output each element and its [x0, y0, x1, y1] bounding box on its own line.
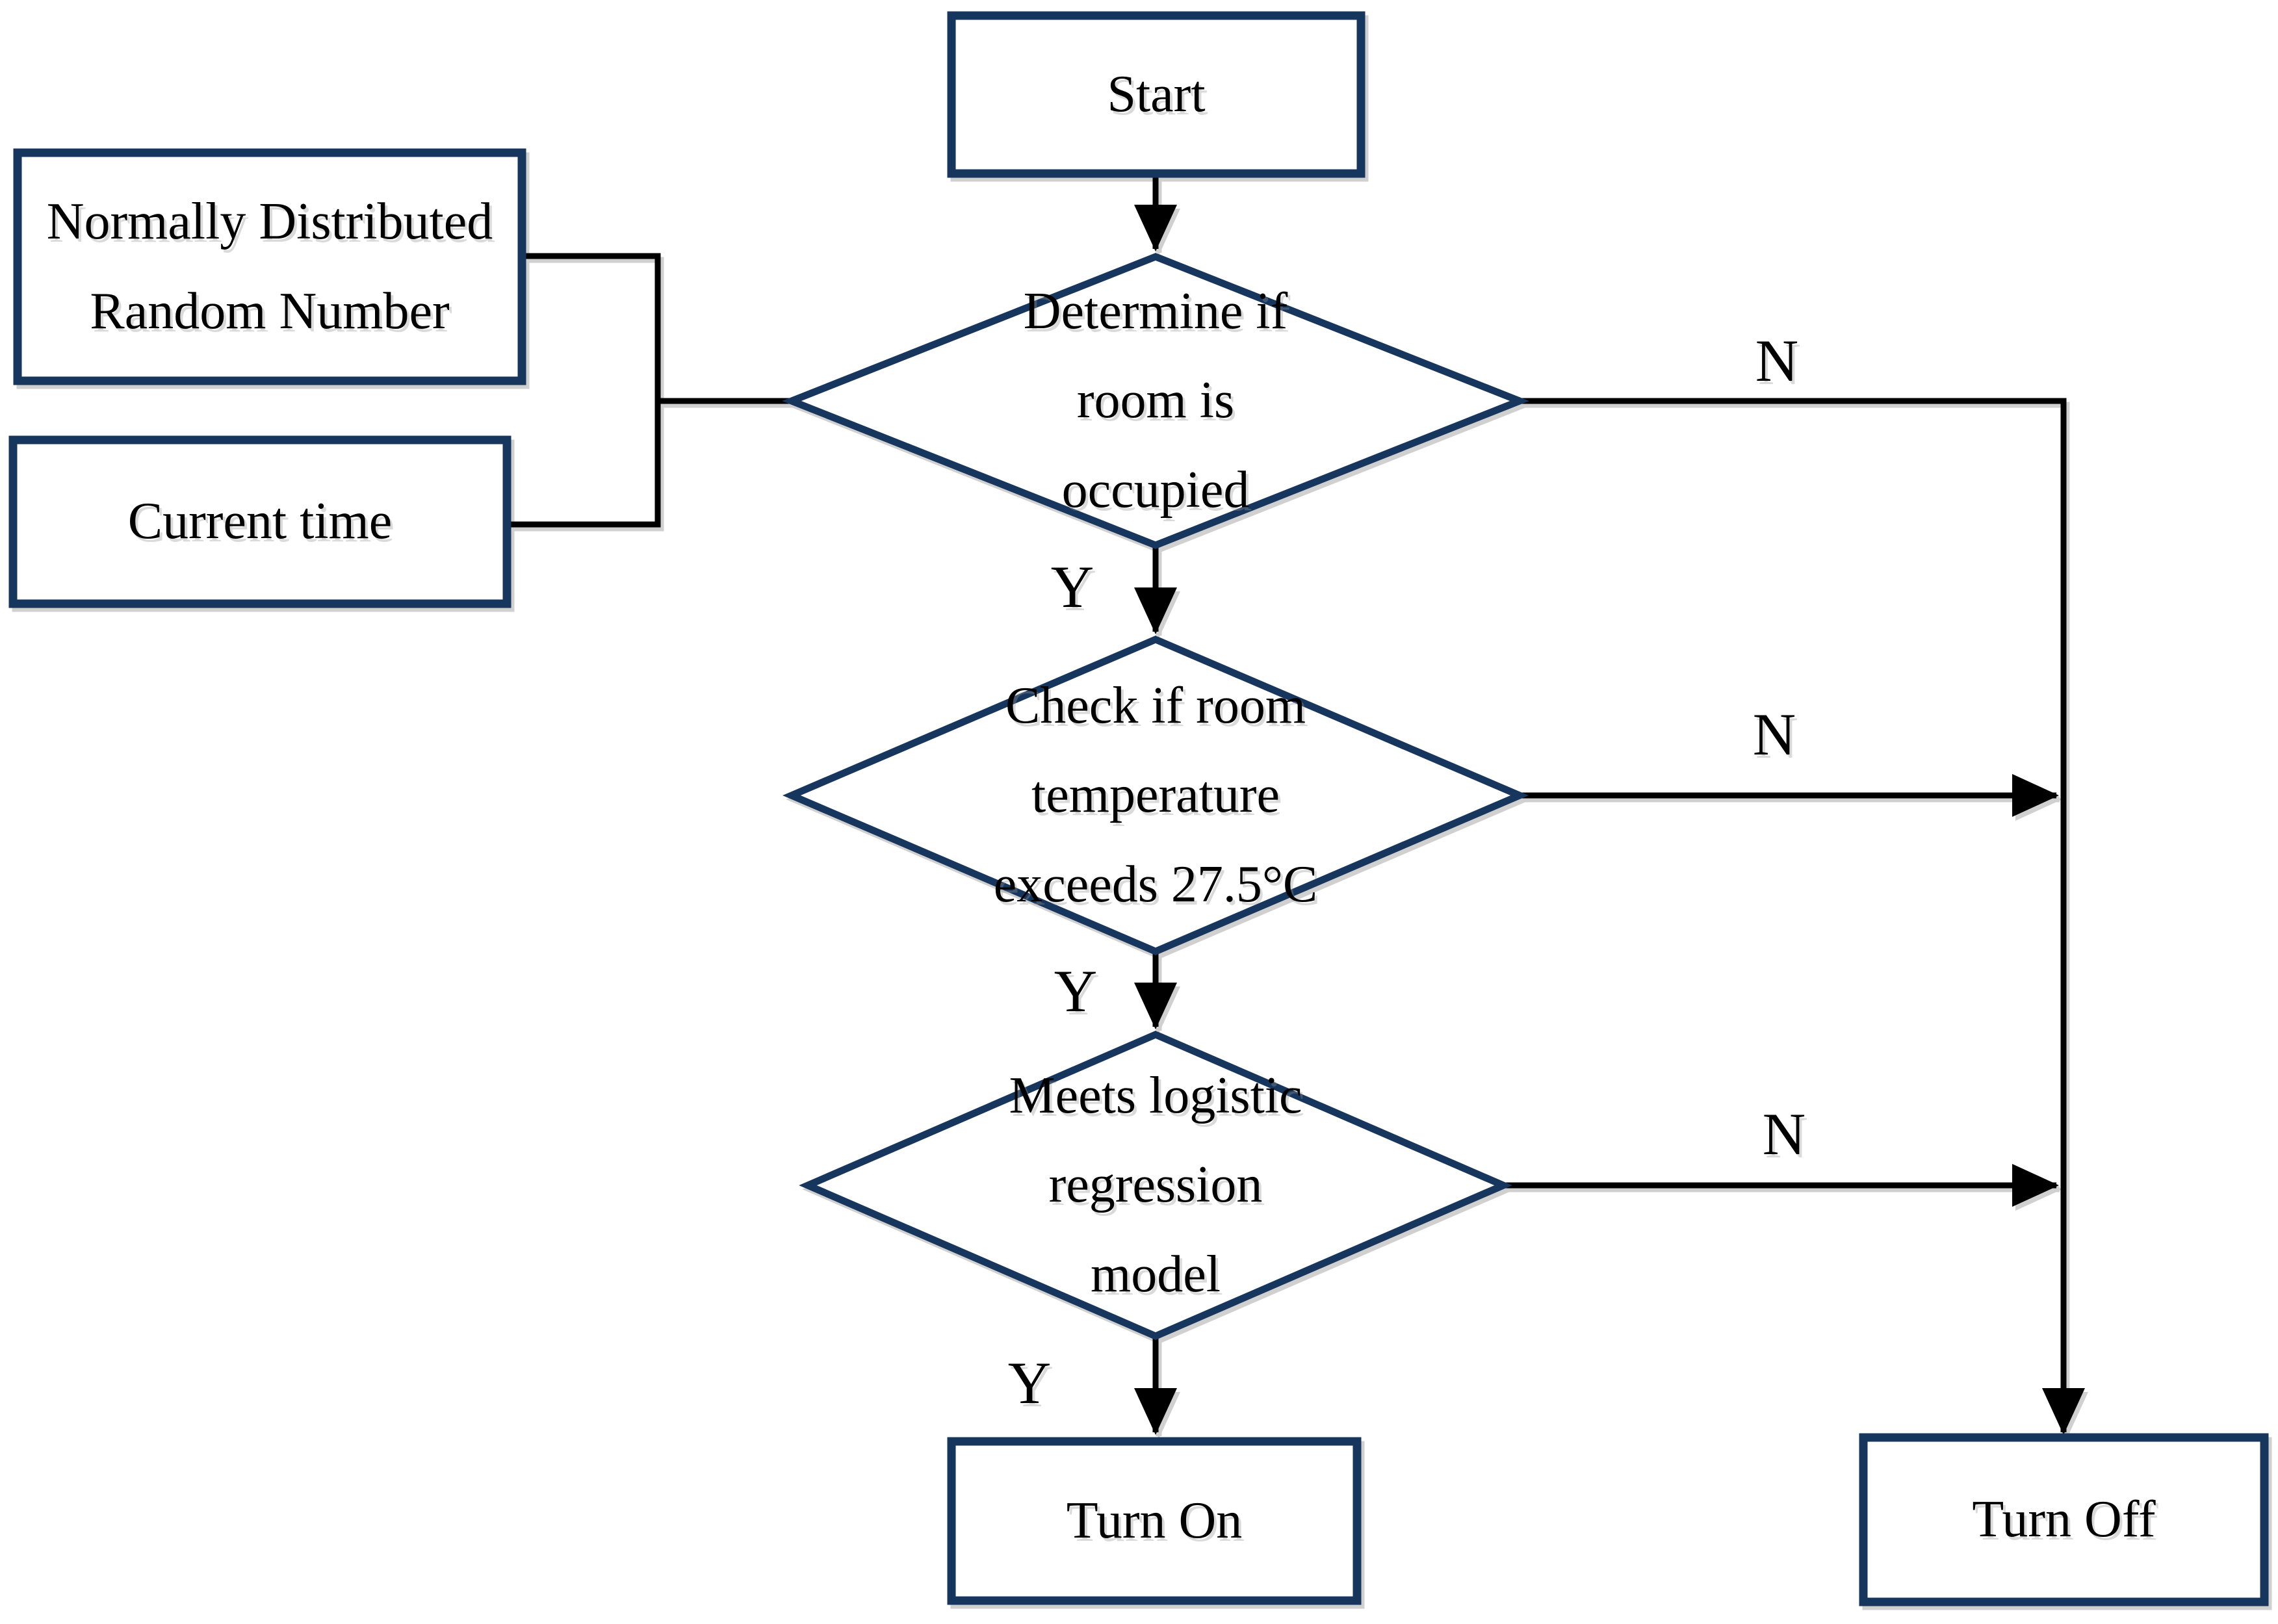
logistic-decision-shape [799, 1031, 1512, 1340]
turn-off-node-shape [1859, 1433, 2269, 1606]
current-time-node-shape [8, 435, 511, 608]
random-number-node-shape [13, 148, 526, 385]
edge-inputs-bracket [507, 253, 661, 528]
occupied-decision-shape [782, 253, 1529, 549]
temperature-decision-shape [783, 636, 1529, 955]
edge-occupied-no [1520, 398, 2085, 1435]
turn-on-node-shape [947, 1437, 1362, 1605]
start-node-shape [947, 11, 1366, 178]
